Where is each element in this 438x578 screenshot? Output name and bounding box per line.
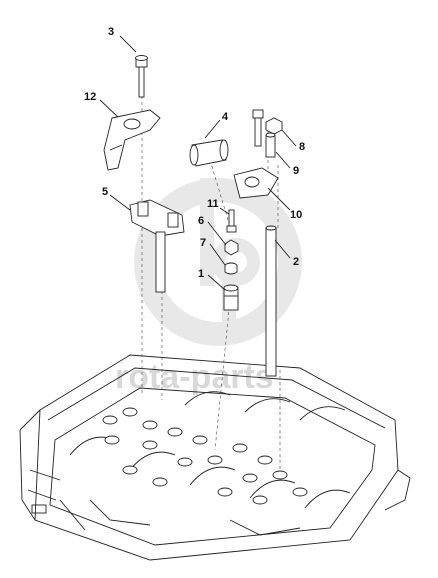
part-pushrod-left bbox=[155, 231, 166, 293]
part-nut-6 bbox=[224, 239, 239, 256]
callout-3: 3 bbox=[108, 26, 114, 38]
callout-9: 9 bbox=[293, 165, 299, 177]
part-rocker-arm-10 bbox=[233, 167, 279, 199]
callout-7: 7 bbox=[200, 237, 206, 249]
part-sleeve-9 bbox=[265, 132, 276, 158]
callout-6: 6 bbox=[198, 215, 204, 227]
part-bolt-upper bbox=[252, 109, 264, 147]
cylinder-head bbox=[19, 354, 411, 561]
callout-2: 2 bbox=[293, 256, 299, 268]
part-shaft-4 bbox=[189, 139, 229, 167]
part-bracket-5 bbox=[129, 199, 185, 237]
part-tappet-1 bbox=[223, 284, 239, 311]
part-rocker-arm-12 bbox=[103, 109, 161, 171]
part-cap-7 bbox=[224, 262, 238, 275]
part-nut-8 bbox=[265, 117, 283, 135]
callout-5: 5 bbox=[102, 186, 108, 198]
leader-lines bbox=[99, 35, 297, 291]
callout-labels: 3 12 4 8 9 5 11 10 6 7 2 1 bbox=[84, 26, 305, 280]
callout-1: 1 bbox=[198, 268, 204, 280]
part-pushrod-2 bbox=[265, 225, 277, 377]
callout-10: 10 bbox=[290, 209, 302, 221]
callout-4: 4 bbox=[222, 111, 229, 123]
part-screw-11 bbox=[226, 209, 237, 233]
callout-8: 8 bbox=[299, 141, 305, 153]
callout-11: 11 bbox=[207, 198, 219, 210]
part-bolt-3 bbox=[135, 55, 148, 98]
callout-12: 12 bbox=[84, 91, 96, 103]
